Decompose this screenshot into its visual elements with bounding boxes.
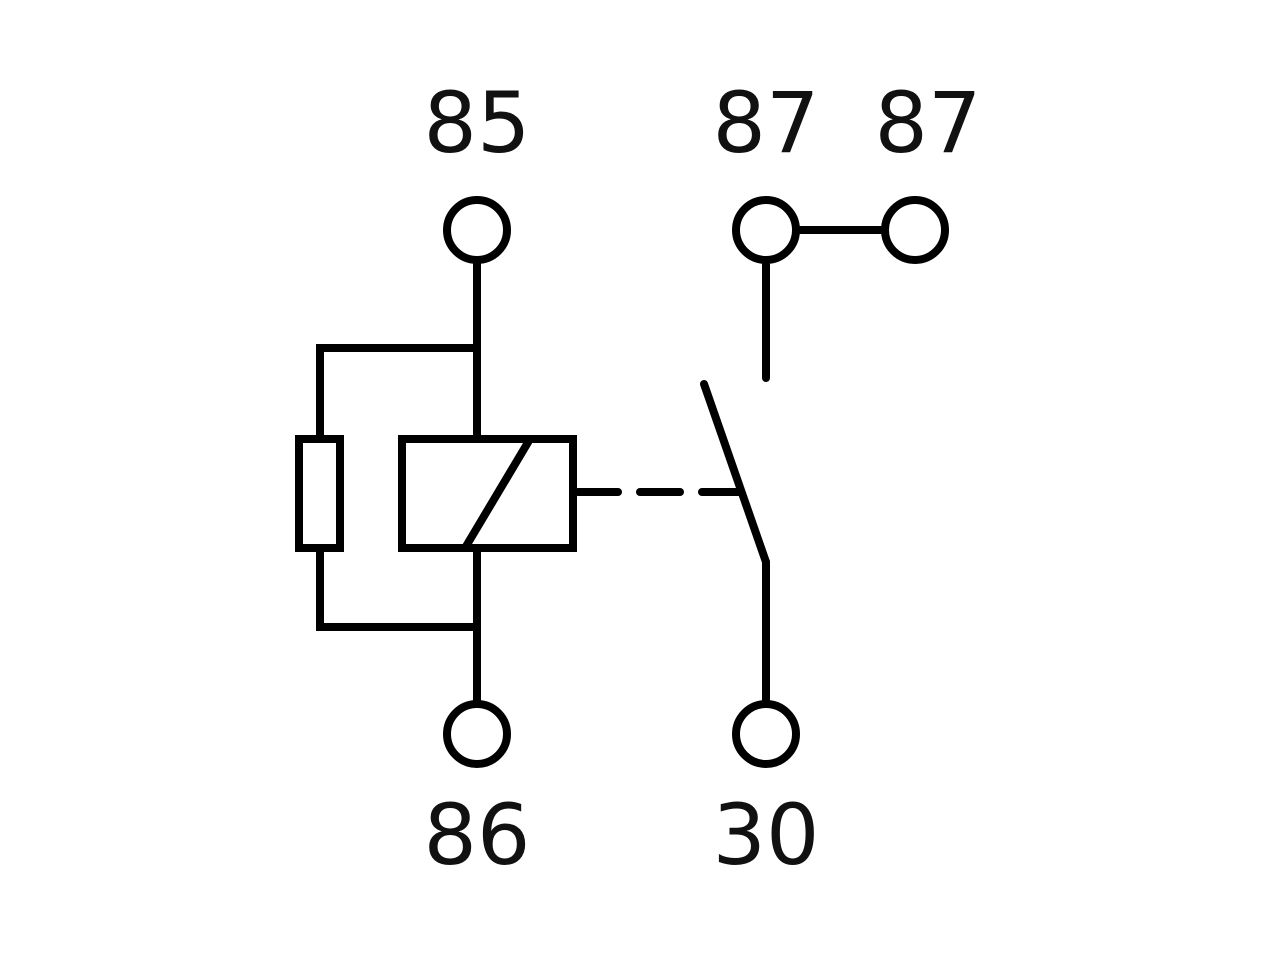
terminal-85 bbox=[443, 196, 511, 264]
terminal-label-85: 85 bbox=[424, 74, 531, 172]
resistor bbox=[295, 435, 344, 552]
wire-resistor-bottom bbox=[316, 544, 481, 631]
terminal-86 bbox=[443, 700, 511, 768]
terminal-label-87-left: 87 bbox=[713, 74, 820, 172]
terminal-87-right bbox=[881, 196, 949, 264]
relay-coil bbox=[398, 435, 577, 552]
terminal-label-87-right: 87 bbox=[875, 74, 982, 172]
switch-blade bbox=[700, 380, 770, 566]
wire-resistor-top bbox=[316, 344, 481, 443]
terminal-87-left bbox=[732, 196, 800, 264]
terminal-30 bbox=[732, 700, 800, 768]
terminal-label-86: 86 bbox=[424, 786, 531, 884]
terminal-label-30: 30 bbox=[713, 786, 820, 884]
relay-coil-diagonal bbox=[461, 435, 534, 552]
